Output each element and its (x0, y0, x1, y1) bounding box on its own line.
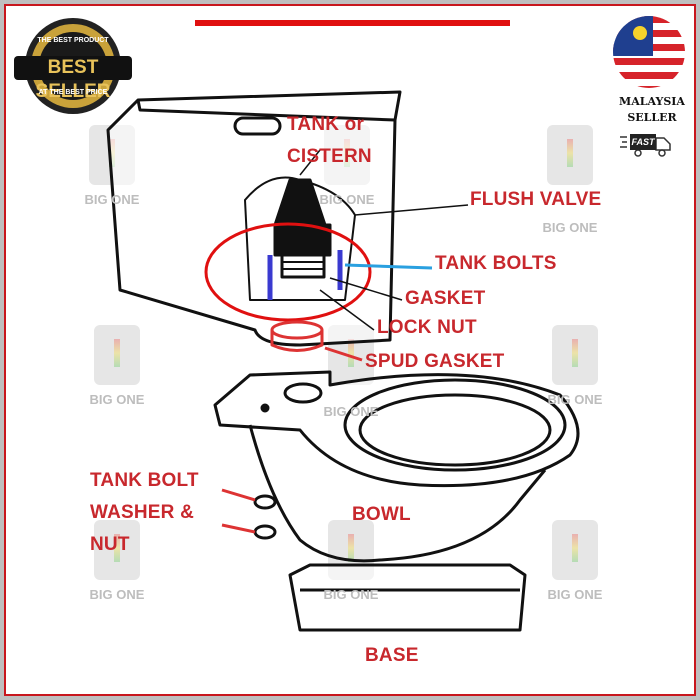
watermark-logo-icon (547, 125, 593, 185)
label-lock-nut: LOCK NUT (377, 317, 477, 338)
badge-main-text: BEST SELLER (14, 56, 132, 102)
watermark-logo-icon (94, 325, 140, 385)
watermark-text: BIG ONE (323, 404, 379, 419)
truck-icon (620, 136, 671, 157)
nut-pointer (221, 523, 256, 534)
base (288, 563, 527, 632)
watermark-logo-icon (552, 520, 598, 580)
label-washer: WASHER & (90, 502, 194, 523)
watermark-text: BIG ONE (547, 392, 603, 407)
bowl-top (213, 370, 580, 488)
watermark-text: BIG ONE (89, 587, 145, 602)
label-spud-gasket: SPUD GASKET (365, 351, 505, 372)
watermark-text: BIG ONE (542, 220, 598, 235)
fast-shipping-truck-icon: FAST (620, 132, 676, 158)
tank-bolts-pointer (344, 263, 433, 270)
fast-label: FAST (630, 134, 656, 150)
watermark-logo-icon (94, 520, 140, 580)
seller-line1: MALAYSIA (619, 95, 685, 108)
watermark-text: BIG ONE (547, 587, 603, 602)
watermark-text: BIG ONE (89, 392, 145, 407)
label-nut: NUT (90, 534, 130, 555)
best-seller-badge: THE BEST PRODUCT BEST SELLER AT THE BEST… (14, 16, 132, 116)
bowl-body (248, 424, 547, 563)
washer-pointer (221, 488, 256, 502)
label-cistern: CISTERN (287, 146, 372, 167)
inner-frame (4, 4, 696, 696)
badge-bottom-text: AT THE BEST PRICE (38, 89, 108, 96)
seller-label: MALAYSIA SELLER (610, 94, 694, 126)
label-tank: TANK or (287, 114, 365, 135)
watermark-text: BIG ONE (323, 587, 379, 602)
label-bowl: BOWL (352, 504, 411, 525)
watermark-text: BIG ONE (319, 192, 375, 207)
watermark-logo-icon (552, 325, 598, 385)
watermark-text: BIG ONE (84, 192, 140, 207)
washer (253, 494, 277, 510)
malaysia-flag-icon (613, 16, 685, 88)
label-tank-bolt: TANK BOLT (90, 470, 199, 491)
highlight-ellipse (204, 222, 372, 322)
top-red-bar (195, 20, 510, 26)
seller-line2: SELLER (627, 111, 677, 124)
flush-handle (233, 116, 282, 136)
spud-pointer (324, 346, 363, 362)
label-gasket: GASKET (405, 288, 486, 309)
label-base: BASE (365, 645, 419, 666)
label-flush-valve: FLUSH VALVE (470, 189, 602, 210)
badge-top-text: THE BEST PRODUCT (37, 37, 109, 44)
label-tank-bolts: TANK BOLTS (435, 253, 557, 274)
nut (253, 524, 277, 540)
